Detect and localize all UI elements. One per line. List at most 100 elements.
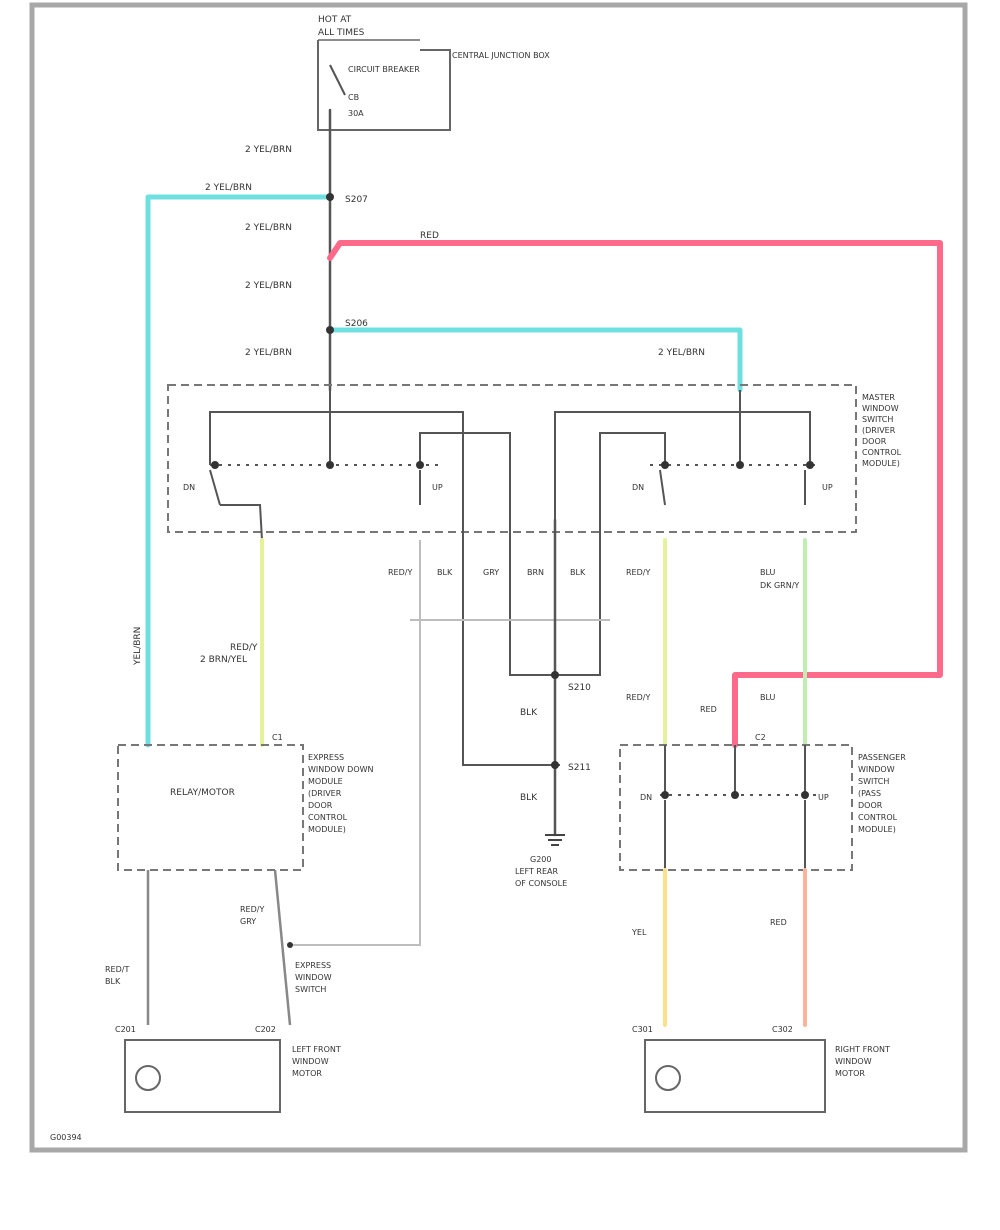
conn-pass-label: C2 [755, 733, 766, 742]
splice-3-label: S210 [568, 683, 591, 693]
label-circuit-breaker: CIRCUIT BREAKER [348, 65, 420, 74]
splice-1-label: S207 [345, 195, 368, 205]
svg-text:DOOR: DOOR [862, 437, 887, 446]
switch-contact-6 [806, 461, 814, 469]
motor-conn-3: C301 [632, 1025, 653, 1034]
switch-contact-1 [326, 461, 334, 469]
svg-text:EXPRESS: EXPRESS [308, 753, 344, 762]
svg-text:MOTOR: MOTOR [292, 1069, 322, 1078]
svg-text:CONTROL: CONTROL [308, 813, 348, 822]
lower-wire-labels: RED/Y BLK GRY BRN BLK RED/Y BLU DK GRN/Y [388, 568, 799, 590]
label-dn-2: DN [632, 483, 644, 492]
motor-conn-2: C202 [255, 1025, 276, 1034]
right-motor-box [644, 1039, 826, 1113]
ground-wire-label-2: BLK [520, 793, 538, 803]
pass-label-up: UP [818, 793, 829, 802]
svg-text:(DRIVER: (DRIVER [308, 789, 342, 798]
red-wire-label: RED [420, 231, 439, 241]
svg-text:MASTER: MASTER [862, 393, 895, 402]
splice-dot-1 [326, 193, 334, 201]
left-motor-box [124, 1039, 281, 1113]
label-cb-rating: 30A [348, 109, 364, 118]
switch-contact-3 [211, 461, 219, 469]
svg-text:EXPRESS: EXPRESS [295, 961, 331, 970]
svg-text:BRN: BRN [527, 568, 544, 577]
switch-contact-5 [661, 461, 669, 469]
splice-4-label: S211 [568, 763, 591, 773]
svg-text:MODULE): MODULE) [858, 825, 896, 834]
svg-text:BLK: BLK [570, 568, 586, 577]
pass-motor-wire-label-1: YEL [631, 928, 647, 937]
svg-text:MODULE): MODULE) [308, 825, 346, 834]
drv-motor-wire-label-2: BLK [105, 977, 121, 986]
wire-label-2: 2 YEL/BRN [245, 223, 292, 233]
svg-text:MODULE): MODULE) [862, 459, 900, 468]
pass-label-dn: DN [640, 793, 652, 802]
express-module-label: RELAY/MOTOR [170, 788, 235, 798]
svg-text:SWITCH: SWITCH [862, 415, 893, 424]
left-motor-symbol [135, 1065, 161, 1091]
wire-label-3: 2 YEL/BRN [245, 281, 292, 291]
master-switch-label: MASTER WINDOW SWITCH (DRIVER DOOR CONTRO… [862, 393, 902, 468]
conn-drv-label: C1 [272, 733, 283, 742]
svg-text:WINDOW: WINDOW [295, 973, 332, 982]
express-thin-wire [290, 540, 421, 946]
svg-text:(PASS: (PASS [858, 789, 881, 798]
svg-text:DOOR: DOOR [858, 801, 883, 810]
label-cb-id: CB [348, 93, 359, 102]
motor-conn-4: C302 [772, 1025, 793, 1034]
svg-text:SWITCH: SWITCH [295, 985, 326, 994]
svg-text:OF CONSOLE: OF CONSOLE [515, 879, 567, 888]
splice-2-label: S206 [345, 319, 368, 329]
svg-text:LEFT REAR: LEFT REAR [515, 867, 558, 876]
svg-text:DK GRN/Y: DK GRN/Y [760, 581, 799, 590]
master-switch-box [167, 384, 857, 533]
svg-text:MOTOR: MOTOR [835, 1069, 865, 1078]
pass-contact-1 [731, 791, 739, 799]
ground-symbol [545, 834, 565, 846]
master-switch-internal [209, 390, 820, 766]
label-hot-at: HOT AT [318, 15, 352, 25]
wire-label-1: 2 YEL/BRN [245, 145, 292, 155]
express-switch-label: EXPRESS WINDOW SWITCH [295, 961, 332, 994]
ground-label: G200 LEFT REAR OF CONSOLE [515, 855, 567, 888]
splice-dot-2 [326, 326, 334, 334]
wire-label-4: 2 YEL/BRN [245, 348, 292, 358]
svg-text:LEFT FRONT: LEFT FRONT [292, 1045, 341, 1054]
drv-motor-wire-label-1: RED/T [105, 965, 129, 974]
pass-motor-wire-label-2: RED [770, 918, 787, 927]
right-motor-label: RIGHT FRONT WINDOW MOTOR [835, 1045, 890, 1078]
svg-text:DOOR: DOOR [308, 801, 333, 810]
svg-text:CONTROL: CONTROL [862, 448, 902, 457]
svg-text:BLU: BLU [760, 568, 776, 577]
diagram-frame [29, 2, 968, 1153]
pass-switch-label: PASSENGER WINDOW SWITCH (PASS DOOR CONTR… [858, 753, 906, 834]
express-wire-label-2: GRY [240, 917, 256, 926]
svg-text:WINDOW: WINDOW [835, 1057, 872, 1066]
svg-text:SWITCH: SWITCH [858, 777, 889, 786]
junction-box-outline [317, 40, 451, 131]
express-module-desc: EXPRESS WINDOW DOWN MODULE (DRIVER DOOR … [308, 753, 374, 834]
switch-contact-4 [416, 461, 424, 469]
svg-text:WINDOW: WINDOW [292, 1057, 329, 1066]
label-junction-box: CENTRAL JUNCTION BOX [452, 51, 550, 60]
svg-text:BLK: BLK [437, 568, 453, 577]
svg-text:MODULE: MODULE [308, 777, 343, 786]
cyan-wire-right [327, 327, 743, 393]
footer-id: G00394 [50, 1133, 82, 1142]
express-wire-label: RED/Y [240, 905, 264, 914]
right-motor-symbol [655, 1065, 681, 1091]
breaker-symbol [329, 64, 346, 96]
drv-link-label-2: 2 BRN/YEL [200, 655, 247, 665]
splice-dot-4 [551, 761, 559, 769]
ground-wire-label: BLK [520, 708, 538, 718]
svg-text:CONTROL: CONTROL [858, 813, 898, 822]
left-motor-label: LEFT FRONT WINDOW MOTOR [292, 1045, 341, 1078]
svg-text:WINDOW: WINDOW [858, 765, 895, 774]
svg-text:WINDOW DOWN: WINDOW DOWN [308, 765, 374, 774]
switch-contact-2 [736, 461, 744, 469]
label-dn-1: DN [183, 483, 195, 492]
pass-contact-2 [661, 791, 669, 799]
svg-text:PASSENGER: PASSENGER [858, 753, 906, 762]
